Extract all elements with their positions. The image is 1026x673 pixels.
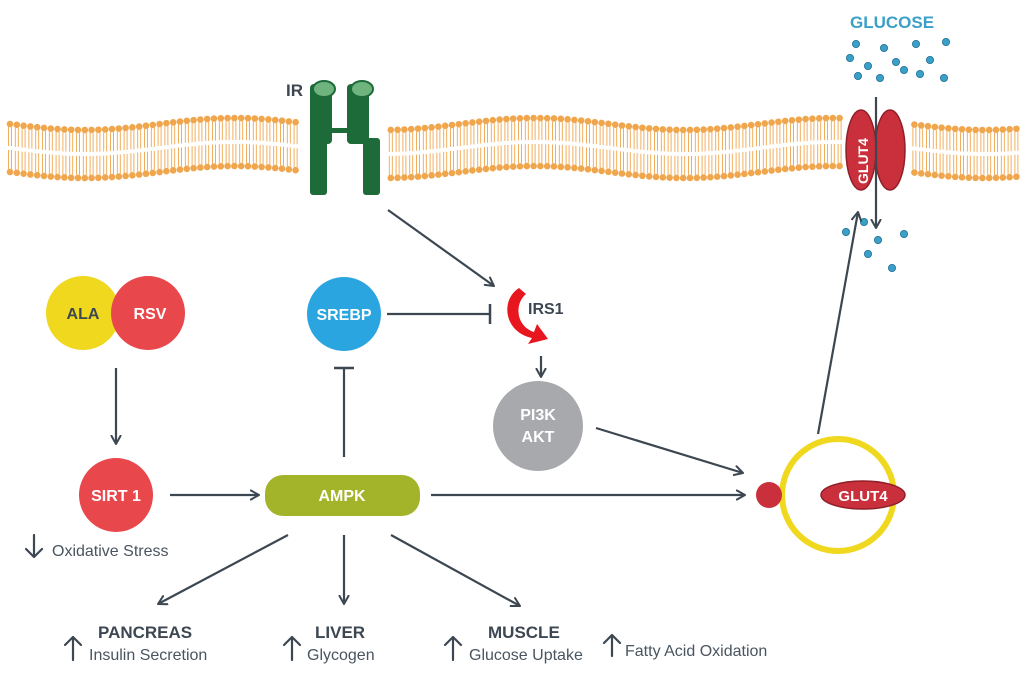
akt-to-glut4-arrow — [595, 426, 743, 473]
insulin-secretion-label: Insulin Secretion — [89, 647, 207, 664]
glut4-vesicle-label: GLUT4 — [838, 488, 888, 505]
pi3k-akt-node — [493, 381, 583, 471]
pathway-arrows — [24, 97, 876, 662]
liver-label: LIVER — [315, 623, 365, 642]
glucose-molecules — [842, 38, 951, 272]
glycogen-up-icon — [282, 635, 302, 662]
ala-label: ALA — [67, 306, 100, 323]
fatty-acid-up-icon — [602, 633, 622, 658]
irs1-label: IRS1 — [528, 301, 564, 318]
glucose-label: GLUCOSE — [850, 13, 934, 32]
akt-label: AKT — [522, 429, 555, 446]
glycogen-label: Glycogen — [307, 647, 375, 664]
srebp-label: SREBP — [316, 307, 371, 324]
glucose-uptake-label: Glucose Uptake — [469, 647, 583, 664]
cell-membrane — [6, 114, 1020, 182]
srebp-node — [307, 277, 381, 351]
fatty-acid-oxidation-label: Fatty Acid Oxidation — [625, 643, 767, 660]
oxidative-stress-label: Oxidative Stress — [52, 543, 168, 560]
glut4-vesicle-protein — [820, 480, 906, 510]
glucose-uptake-up-icon — [443, 635, 463, 662]
glut4-transporter-icon — [845, 109, 906, 191]
rsv-node — [111, 276, 185, 350]
pancreas-label: PANCREAS — [98, 623, 192, 642]
sirt1-label: SIRT 1 — [91, 488, 141, 505]
muscle-label: MUSCLE — [488, 623, 560, 642]
rsv-label: RSV — [134, 306, 167, 323]
ampk-node — [265, 475, 420, 516]
insulin-secretion-up-icon — [63, 635, 83, 662]
irs1-icon — [507, 288, 548, 344]
pi3k-label: PI3K — [520, 407, 556, 424]
oxidative-stress-down-icon — [24, 533, 44, 559]
glut4-translocation-arrow — [816, 212, 858, 435]
sirt1-node — [79, 458, 153, 532]
ir-label: IR — [286, 81, 303, 100]
ampk-label: AMPK — [318, 488, 366, 505]
ir-to-irs1-arrow — [387, 209, 494, 286]
glut4-membrane-label: GLUT4 — [855, 138, 871, 184]
ala-node — [46, 276, 120, 350]
ampk-to-pancreas-arrow — [158, 534, 289, 604]
vesicle-docking-dot — [756, 482, 782, 508]
insulin-receptor-icon — [310, 80, 380, 195]
ampk-to-muscle-arrow — [390, 534, 520, 606]
